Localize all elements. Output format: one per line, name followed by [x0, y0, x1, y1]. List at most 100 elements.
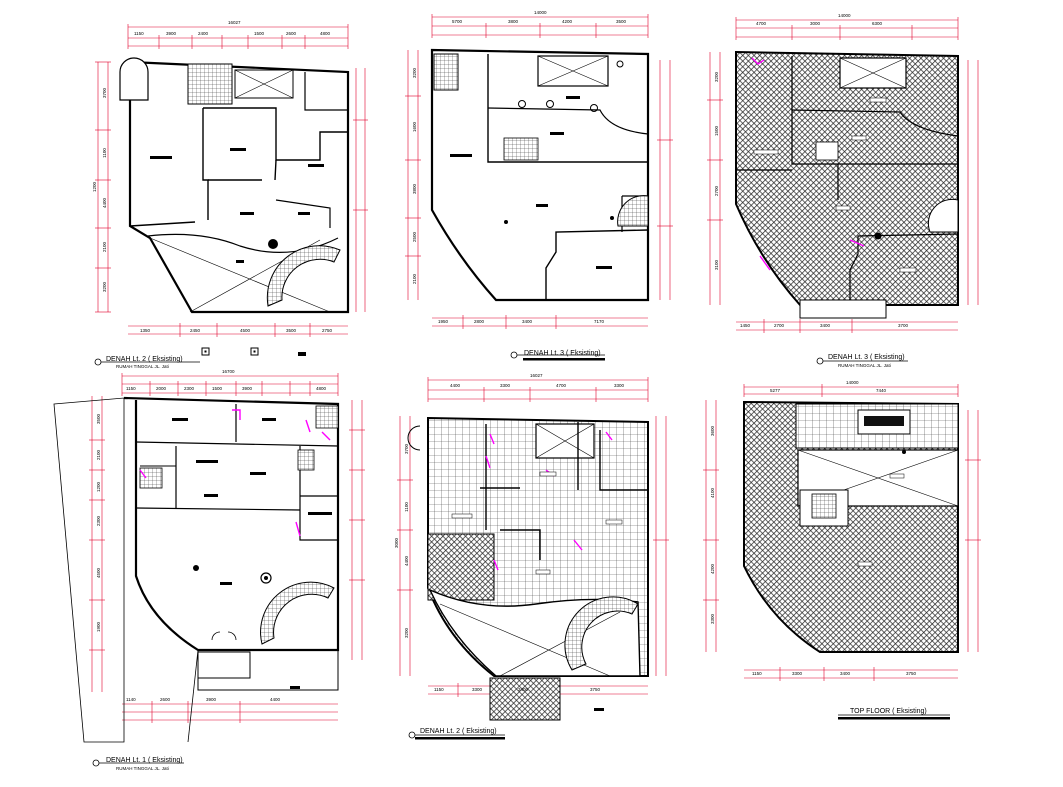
- dim-lt1-left-5: 4500: [96, 567, 102, 579]
- dim-lt1-left-3: 1200: [96, 481, 102, 493]
- dim-lt1-bottom-1: 1140: [126, 697, 136, 702]
- dimension-lines: [97, 26, 366, 335]
- dim-top-seg-1: 5277: [770, 388, 781, 393]
- dim-lt1-overall: 16700: [222, 369, 235, 374]
- spiral-stair: [266, 245, 341, 307]
- plan-caption-lt2-top: DENAH Lt. 2 ( Eksisting): [106, 356, 183, 363]
- dim-lt3-top-bottom-3: 3400: [522, 319, 533, 324]
- dim-lt1-left-6: 1900: [96, 621, 102, 633]
- dim-lt3-top-bottom-1: 1950: [438, 319, 449, 324]
- dim-lt2-tiled-seg-2: 3300: [500, 383, 511, 388]
- dim-lt3-top-left-4: 2500: [412, 231, 418, 243]
- dim-lt3-hatched-bottom-1: 1450: [740, 323, 751, 328]
- plan-subtitle-lt3-hatched: RUMAH TINGGAL JL. Jati: [838, 363, 891, 368]
- dim-lt2-top-left-4: 2100: [102, 241, 108, 253]
- plan-lt3-existing-top: [405, 14, 673, 329]
- dim-lt3-hatched-overall: 14000: [838, 13, 851, 18]
- dim-top-seg-2: 7440: [876, 388, 887, 393]
- dim-lt1-left-4: 2300: [96, 515, 102, 527]
- dim-lt2-top-bottom-4: 3500: [286, 328, 297, 333]
- dim-lt2-top-bottom-2: 2450: [190, 328, 201, 333]
- dim-lt3-hatched-left-4: 3100: [714, 259, 720, 271]
- dim-lt2-tiled-left-3: 4400: [404, 555, 410, 567]
- dim-lt1-left-1: 3500: [96, 413, 102, 425]
- dim-lt3-hatched-seg-3: 6300: [872, 21, 883, 26]
- dim-lt3-hatched-bottom-2: 2700: [774, 323, 785, 328]
- dim-lt2-top-left-5: 3200: [102, 281, 108, 293]
- dim-lt2-top-bottom-1: 1350: [140, 328, 151, 333]
- plan-caption-lt3-hatched: DENAH Lt. 3 ( Eksisting): [828, 354, 905, 361]
- dim-lt3-top-bottom-4: 7170: [594, 319, 605, 324]
- dim-lt1-seg-3: 2300: [184, 386, 195, 391]
- dim-lt1-bottom-2: 2600: [160, 697, 171, 702]
- dim-lt2-tiled-overall: 16027: [530, 373, 543, 378]
- dim-lt3-hatched-bottom-4: 3700: [898, 323, 909, 328]
- dim-lt1-seg-2: 2000: [156, 386, 167, 391]
- dim-lt1-seg-5: 3900: [242, 386, 253, 391]
- dim-top-overall: 14000: [846, 380, 859, 385]
- dim-lt1-seg-4: 1500: [212, 386, 223, 391]
- dim-lt3-top-left-2: 1600: [412, 121, 418, 133]
- dim-top-bottom-2: 3300: [792, 671, 803, 676]
- dim-lt1-left-2: 2100: [96, 449, 102, 461]
- dim-lt2-tiled-seg-3: 4700: [556, 383, 567, 388]
- dim-lt3-hatched-left-2: 1500: [714, 125, 720, 137]
- dim-lt2-top-seg-2: 3900: [166, 31, 177, 36]
- dim-lt2-tiled-seg-1: 4400: [450, 383, 461, 388]
- dim-lt2-top-bottom-5: 2750: [322, 328, 333, 333]
- dim-lt1-seg-6: 4800: [316, 386, 327, 391]
- dim-top-bottom-4: 3750: [906, 671, 917, 676]
- plan-lt3-existing-hatched: [707, 17, 979, 333]
- plan-subtitle-lt2-top: RUMAH TINGGAL JL. Jati: [116, 364, 169, 369]
- dim-lt2-top-left-6: 1200: [92, 181, 98, 193]
- dim-lt3-hatched-left-1: 3200: [714, 71, 720, 83]
- dim-lt2-tiled-seg-4: 3300: [614, 383, 625, 388]
- dim-lt2-top-seg-5: 2600: [286, 31, 297, 36]
- dim-lt3-top-seg-4: 3500: [616, 19, 627, 24]
- plan-top-floor-existing: [703, 384, 981, 681]
- plan-subtitle-lt1: RUMAH TINGGAL JL. Jati: [116, 766, 169, 771]
- dim-lt2-top-left-2: 1100: [101, 148, 107, 158]
- dim-lt2-top-seg-1: 1150: [134, 31, 144, 36]
- dim-lt3-hatched-bottom-3: 3400: [820, 323, 831, 328]
- dim-top-left-1: 3600: [710, 425, 716, 437]
- dim-lt2-top-seg-4: 1500: [254, 31, 265, 36]
- dim-lt3-top-left-5: 2100: [412, 273, 418, 285]
- dim-top-bottom-3: 3400: [840, 671, 851, 676]
- dim-lt1-bottom-4: 4400: [270, 697, 281, 702]
- dim-lt3-hatched-seg-1: 4700: [756, 21, 767, 26]
- dim-lt2-top-bottom-3: 4500: [240, 328, 251, 333]
- caption-markers: [92, 351, 950, 767]
- dim-lt2-tiled-bottom-4: 3750: [590, 687, 601, 692]
- room-labels: [150, 148, 324, 263]
- dim-top-left-4: 3300: [710, 613, 716, 625]
- dim-lt1-bottom-3: 3900: [206, 697, 217, 702]
- dimension-ticks: [95, 24, 368, 337]
- dim-lt2-tiled-left-2: 1100: [403, 502, 409, 512]
- dim-lt2-tiled-bottom-3: 3400: [518, 687, 529, 692]
- dim-lt3-top-seg-3: 4200: [562, 19, 573, 24]
- plan-lt1-existing: [53, 373, 365, 743]
- dim-lt3-top-seg-1: 5700: [452, 19, 463, 24]
- dim-lt2-tiled-left-5: 3000: [394, 537, 400, 549]
- dim-lt3-hatched-left-3: 2700: [714, 185, 720, 197]
- dim-lt2-top-seg-6: 4800: [320, 31, 331, 36]
- dim-lt2-top-seg-3: 2400: [198, 31, 209, 36]
- plan-caption-lt2-tiled: DENAH Lt. 2 ( Eksisting): [420, 728, 497, 735]
- plan-caption-lt1: DENAH Lt. 1 ( Eksisting): [106, 757, 183, 764]
- plan-lt2-existing-top: [95, 24, 368, 356]
- dim-lt3-top-bottom-2: 2800: [474, 319, 485, 324]
- plan-caption-top-floor: TOP FLOOR ( Eksisting): [850, 708, 927, 715]
- dim-lt2-top-left-1: 3700: [102, 87, 108, 99]
- dim-lt1-seg-1: 1150: [126, 386, 136, 391]
- dim-top-left-2: 4100: [710, 487, 716, 499]
- dim-lt3-top-seg-2: 3800: [508, 19, 519, 24]
- dim-lt3-top-left-1: 3200: [412, 67, 418, 79]
- plan-caption-lt3-top: DENAH Lt. 3 ( Eksisting): [524, 350, 601, 357]
- dim-top-left-3: 4200: [710, 563, 716, 575]
- dim-lt2-tiled-bottom-2: 3300: [472, 687, 483, 692]
- dim-lt2-top-overall: 16027: [228, 20, 241, 25]
- plan-lt2-existing-tiled: [397, 377, 669, 721]
- dim-lt3-top-overall: 14000: [534, 10, 547, 15]
